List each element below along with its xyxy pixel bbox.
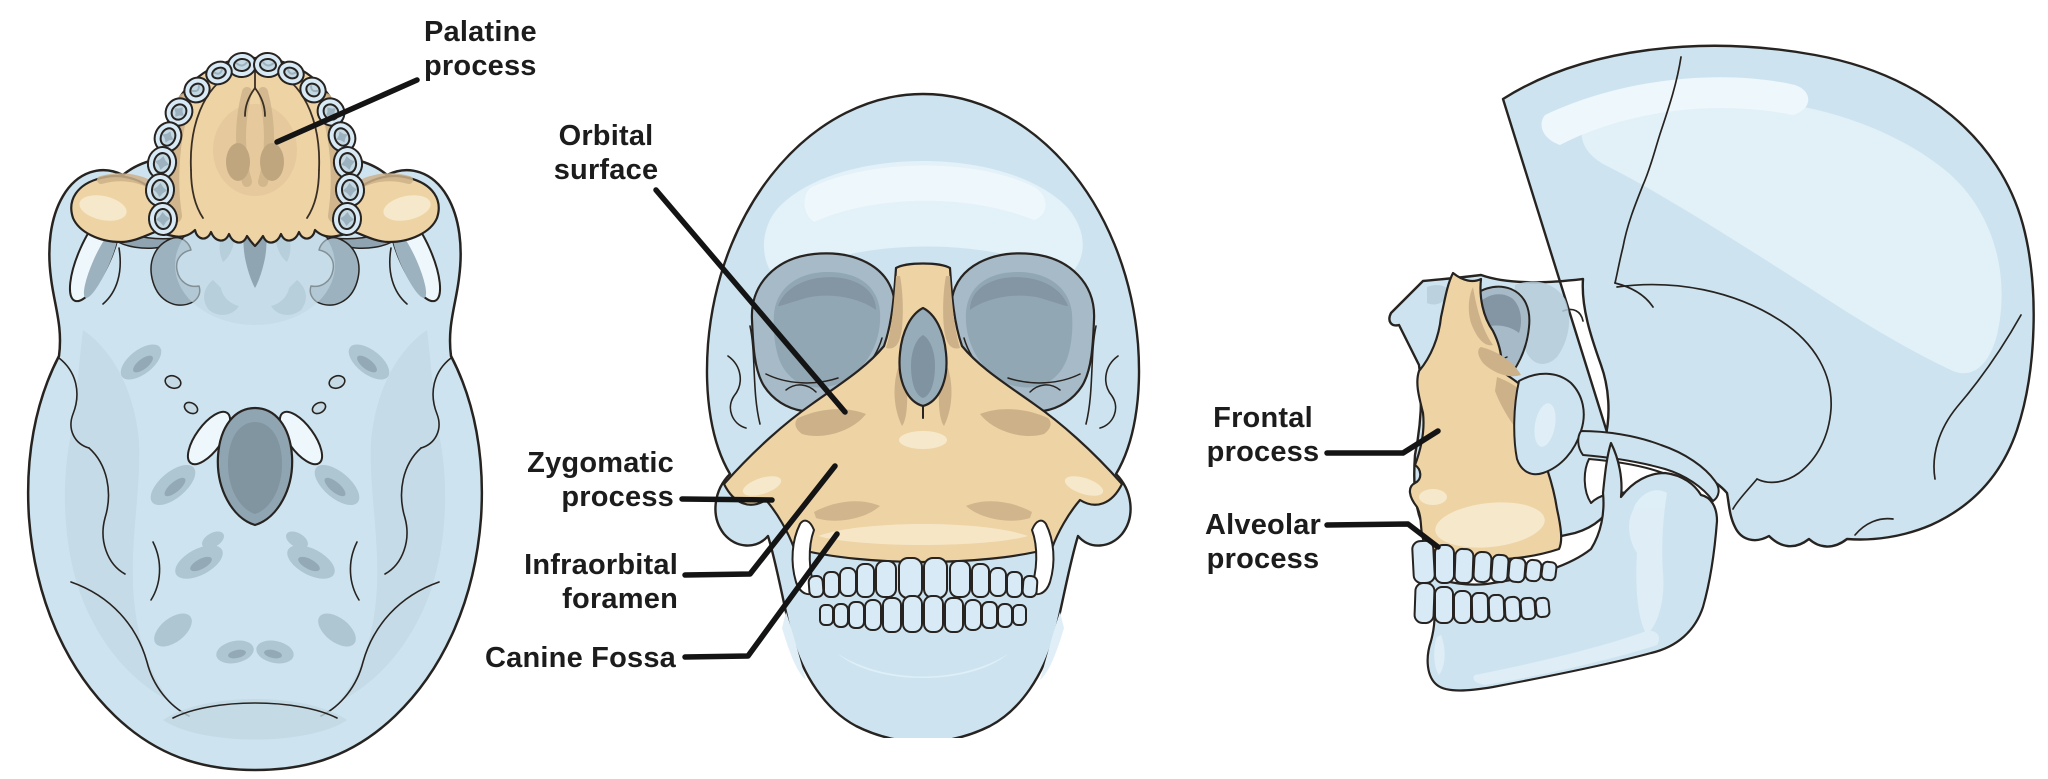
inferior-skull-view	[26, 50, 484, 772]
label-zygomatic-process: Zygomatic process	[527, 447, 674, 513]
palatine-process-region	[70, 56, 440, 248]
lateral-skull-view	[1388, 44, 2035, 692]
label-frontal-process: Frontal process	[1206, 402, 1320, 468]
upper-dental-arch	[144, 50, 367, 237]
teeth-lateral	[1411, 539, 1558, 625]
cranial-sutures	[1562, 56, 2022, 536]
label-palatine-process: Palatine process	[424, 16, 537, 82]
label-canine-fossa: Canine Fossa	[485, 642, 676, 674]
maxilla-lateral	[1408, 271, 1563, 561]
foramen-magnum	[216, 406, 294, 527]
anterior-skull-view	[705, 92, 1141, 738]
label-infraorbital-foramen: Infraorbital foramen	[524, 549, 678, 615]
label-orbital-surface: Orbital surface	[553, 120, 659, 186]
label-alveolar-process: Alveolar process	[1204, 509, 1322, 575]
